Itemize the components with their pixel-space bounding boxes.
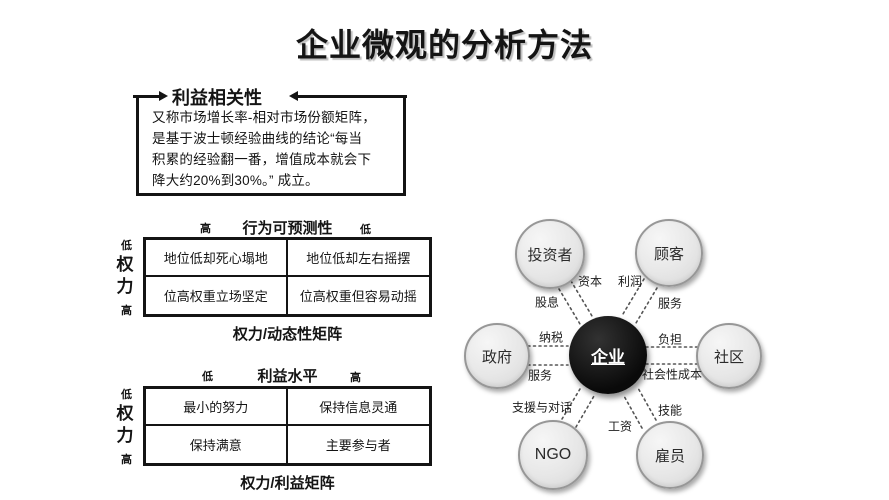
flow-label-wages: 工资 xyxy=(607,419,633,434)
flow-label-support-dialogue: 支援与对话 xyxy=(511,400,573,415)
flow-label-social-cost: 社会性成本 xyxy=(641,367,703,382)
matrix2-left-axis-bottom-label: 高 xyxy=(121,454,132,466)
matrix1-caption: 权力/动态性矩阵 xyxy=(232,326,343,343)
info-box-body-text: 又称市场增长率-相对市场份额矩阵， 是基于波士顿经验曲线的结论“每当 积累的经验… xyxy=(152,110,376,188)
page-title: 企业微观的分析方法 xyxy=(295,27,593,63)
matrix1-left-axis-top-label: 低 xyxy=(121,240,132,252)
matrix-cell: 主要参与者 xyxy=(325,438,391,453)
flow-label-service-customer: 服务 xyxy=(657,296,683,311)
power-interest-matrix: 最小的努力 保持信息灵通 保持满意 主要参与者 xyxy=(143,386,432,466)
info-box: 又称市场增长率-相对市场份额矩阵， 是基于波士顿经验曲线的结论“每当 积累的经验… xyxy=(136,96,406,196)
matrix-cell: 保持满意 xyxy=(146,426,288,463)
power-dynamism-matrix: 地位低却死心塌地 地位低却左右摇摆 位高权重立场坚定 位高权重但容易动摇 xyxy=(143,237,432,317)
matrix2-top-axis-title: 利益水平 xyxy=(257,368,318,385)
flow-label-tax: 纳税 xyxy=(538,330,564,345)
connector-line xyxy=(635,287,658,324)
node-enterprise-center: 企业 xyxy=(569,316,647,394)
stakeholder-diagram: 投资者 顾客 政府 社区 NGO 雇员 企业 资本 利润 股息 服务 纳税 负担… xyxy=(455,200,775,500)
connector-line xyxy=(561,388,581,420)
matrix2-left-axis-top-label: 低 xyxy=(121,389,132,401)
info-box-arrow-line-left xyxy=(133,95,159,98)
connector-line xyxy=(637,387,657,421)
matrix2-left-axis-title: 权力 xyxy=(116,404,134,445)
matrix-cell: 地位低却左右摇摆 xyxy=(287,240,429,277)
node-ngo: NGO xyxy=(518,420,588,490)
info-box-arrow-line-right xyxy=(298,95,407,98)
connector-line xyxy=(570,280,593,317)
matrix2-caption: 权力/利益矩阵 xyxy=(240,475,335,492)
matrix2-top-axis-right-label: 高 xyxy=(350,372,361,384)
flow-label-burden: 负担 xyxy=(657,332,683,347)
arrow-left-icon xyxy=(289,91,298,101)
matrix1-top-axis-right-label: 低 xyxy=(360,224,371,236)
connector-line xyxy=(622,278,645,315)
flow-label-dividend: 股息 xyxy=(534,295,560,310)
matrix-cell: 位高权重但容易动摇 xyxy=(299,289,417,304)
matrix-cell: 保持信息灵通 xyxy=(287,389,429,426)
matrix1-top-axis-left-label: 高 xyxy=(200,223,211,235)
node-investors: 投资者 xyxy=(515,219,585,289)
node-employees: 雇员 xyxy=(636,421,704,489)
matrix1-top-axis-title: 行为可预测性 xyxy=(242,220,333,237)
arrow-right-icon xyxy=(159,91,168,101)
node-community: 社区 xyxy=(696,323,762,389)
matrix1-left-axis-bottom-label: 高 xyxy=(121,305,132,317)
flow-label-skills: 技能 xyxy=(657,403,683,418)
connector-lines xyxy=(527,278,698,429)
flow-label-capital: 资本 xyxy=(577,274,603,289)
connector-line xyxy=(575,395,595,428)
matrix-cell: 最小的努力 xyxy=(146,389,288,426)
flow-label-profit: 利润 xyxy=(617,274,643,289)
info-box-title: 利益相关性 xyxy=(172,88,262,108)
matrix-cell: 位高权重立场坚定 xyxy=(146,277,288,314)
matrix1-left-axis-title: 权力 xyxy=(116,255,134,296)
matrix-cell: 地位低却死心塌地 xyxy=(146,240,288,277)
connector-line xyxy=(623,395,643,429)
connector-line xyxy=(558,288,581,325)
node-government: 政府 xyxy=(464,323,530,389)
node-customers: 顾客 xyxy=(635,219,703,287)
matrix2-top-axis-left-label: 低 xyxy=(202,371,213,383)
flow-label-service-government: 服务 xyxy=(527,368,553,383)
